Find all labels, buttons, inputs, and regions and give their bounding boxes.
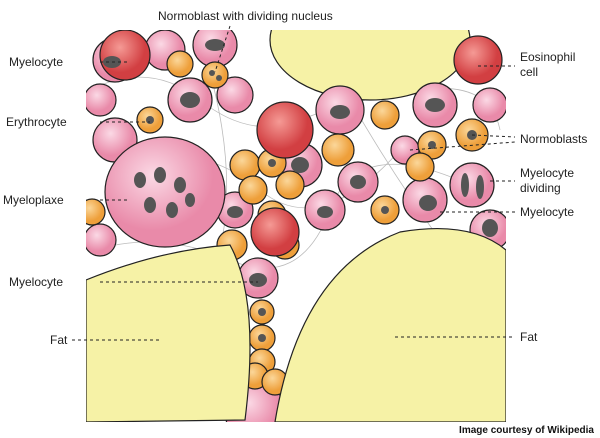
image-credit: Image courtesy of Wikipedia [459, 425, 594, 436]
label-myelocyte: Myelocyte [9, 275, 64, 289]
label-normoblasts: Normoblasts [520, 132, 588, 146]
nuclei [103, 39, 498, 342]
label-line: Eosinophil [520, 50, 576, 64]
label-line: Myelocyte [520, 166, 575, 180]
label-fat: Fat [50, 333, 68, 347]
fat-cell [86, 244, 251, 422]
myeloplaxe [104, 136, 226, 248]
label-fat: Fat [520, 330, 538, 344]
label-line: dividing [520, 181, 561, 195]
label-line: cell [520, 65, 539, 79]
label-myeloplaxe: Myeloplaxe [3, 193, 64, 207]
fat-cell [274, 227, 506, 422]
leader-lines [72, 25, 516, 341]
label-normoblast-dividing: Normoblast with dividing nucleus [158, 9, 333, 23]
label-myelocyte: Myelocyte [9, 55, 64, 69]
label-erythrocyte: Erythrocyte [6, 115, 67, 129]
label-myelocyte: Myelocyte [520, 205, 575, 219]
eosinophils [99, 30, 503, 257]
